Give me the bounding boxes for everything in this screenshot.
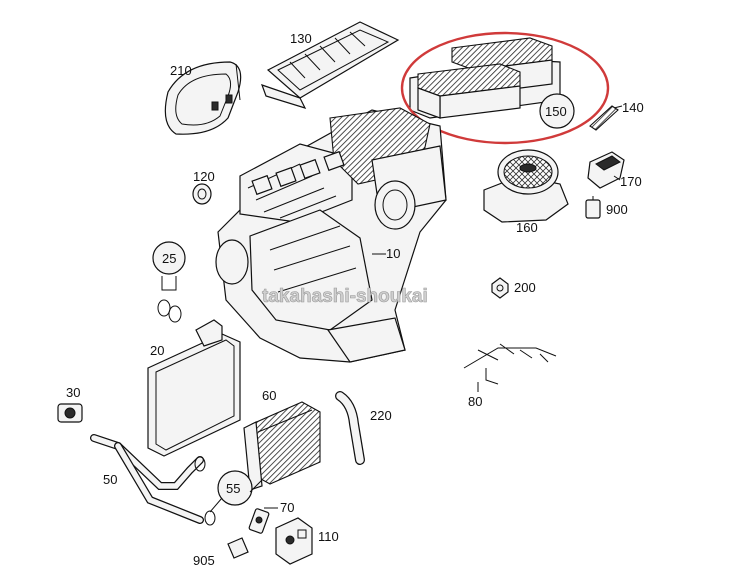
label-210: 210 bbox=[170, 63, 192, 78]
label-150: 150 bbox=[545, 104, 567, 119]
part-900-connector: 900 bbox=[585, 196, 628, 219]
part-110-actuator: 110 bbox=[275, 517, 339, 565]
highlight-ellipse bbox=[400, 31, 610, 145]
label-20: 20 bbox=[150, 343, 164, 358]
label-200: 200 bbox=[514, 280, 536, 295]
label-50: 50 bbox=[103, 472, 117, 487]
part-140-seal: 140 bbox=[589, 100, 644, 131]
part-30-valve: 30 bbox=[57, 385, 83, 423]
part-20-evaporator: 20 bbox=[147, 319, 241, 457]
part-170-resistor: 170 bbox=[587, 151, 642, 189]
label-120: 120 bbox=[193, 169, 215, 184]
part-80-wiring: 80 bbox=[463, 343, 557, 409]
part-220-hose: 220 bbox=[335, 391, 392, 465]
label-905: 905 bbox=[193, 553, 215, 568]
label-55: 55 bbox=[226, 481, 240, 496]
part-120-grommet: 120 bbox=[192, 169, 215, 205]
label-80: 80 bbox=[468, 394, 482, 409]
part-210-frame: 210 bbox=[164, 61, 242, 135]
part-150-cabin-filters: 150 bbox=[409, 37, 575, 129]
label-25: 25 bbox=[162, 251, 176, 266]
label-10: 10 bbox=[386, 246, 400, 261]
label-140: 140 bbox=[622, 100, 644, 115]
part-905-clip: 905 bbox=[193, 537, 249, 568]
label-160: 160 bbox=[516, 220, 538, 235]
part-160-blower-motor: 160 bbox=[483, 149, 569, 235]
label-70: 70 bbox=[280, 500, 294, 515]
label-900: 900 bbox=[606, 202, 628, 217]
label-110: 110 bbox=[318, 529, 339, 544]
label-220: 220 bbox=[370, 408, 392, 423]
part-25-orings: 25 bbox=[152, 241, 186, 323]
part-50-pipe: 50 bbox=[90, 434, 204, 524]
label-60: 60 bbox=[262, 388, 276, 403]
part-130-gasket: 130 bbox=[261, 21, 400, 109]
label-30: 30 bbox=[66, 385, 80, 400]
part-10-hvac-housing: 10 bbox=[215, 107, 447, 363]
part-55-seals: 55 bbox=[194, 456, 263, 526]
part-60-heater-core: 60 bbox=[243, 388, 321, 491]
label-170: 170 bbox=[620, 174, 642, 189]
part-200-nut: 200 bbox=[491, 277, 536, 299]
label-130: 130 bbox=[290, 31, 312, 46]
watermark: takahashi-shoukai bbox=[262, 286, 428, 307]
part-70-sensor: 70 bbox=[248, 500, 294, 534]
